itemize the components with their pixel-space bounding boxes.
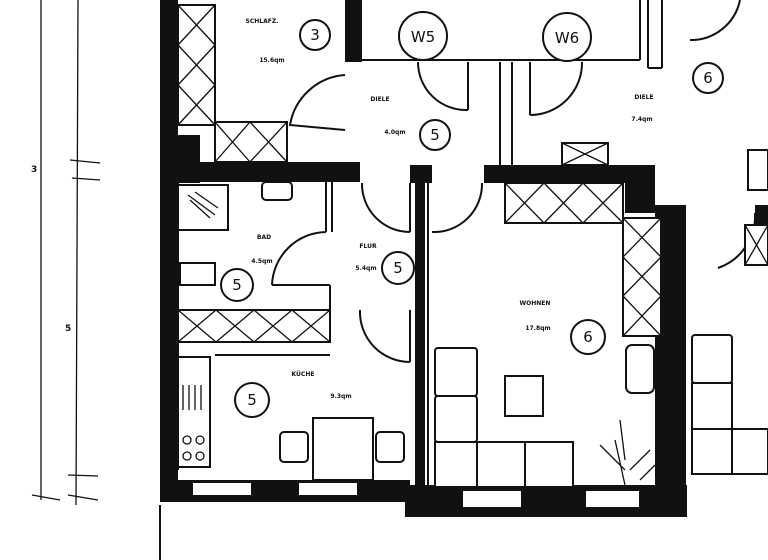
room-name: DIELE [634,94,653,101]
marker-wohnen: 6 [570,319,606,355]
svg-text:5: 5 [430,126,440,144]
walls [160,0,768,517]
marker-w6: W6 [542,12,592,62]
room-name: KÜCHE [292,371,315,378]
svg-text:6: 6 [703,69,713,87]
dimension-lines: 3 5 [31,0,101,506]
room-area: 9.3qm [330,393,351,400]
marker-w5: W5 [398,11,448,61]
svg-text:5: 5 [247,391,257,409]
svg-text:W6: W6 [555,29,579,47]
fixtures [177,181,293,468]
room-name: SCHLAFZ. [246,18,279,25]
svg-text:3: 3 [310,26,320,44]
marker-flur: 5 [381,251,415,285]
room-area: 17.8qm [525,325,550,332]
room-area: 7.4qm [631,116,652,123]
svg-text:5: 5 [393,259,403,277]
room-name: WOHNEN [520,300,551,307]
svg-text:6: 6 [583,328,593,346]
thin-walls [177,0,686,500]
svg-text:5: 5 [232,276,242,294]
room-name: FLUR [359,243,377,250]
room-name: DIELE [370,96,389,103]
dimension-label: 3 [31,165,37,175]
room-area: 15.6qm [259,57,284,64]
dimension-label: 5 [65,324,71,334]
marker-kueche: 5 [234,382,270,418]
room-area: 4.0qm [384,129,405,136]
marker-bad: 5 [220,268,254,302]
room-area: 5.4qm [355,265,376,272]
furniture [279,149,768,488]
doors[interactable] [271,0,757,363]
marker-diele: 5 [419,119,451,151]
windows [191,481,641,509]
room-area: 4.5qm [251,258,272,265]
room-labels: SCHLAFZ. 15.6qm DIELE 4.0qm BAD 4.5qm FL… [246,18,654,400]
svg-text:W5: W5 [411,28,435,46]
marker-diele-right: 6 [692,62,724,94]
marker-schlaf: 3 [299,19,331,51]
room-name: BAD [257,234,271,241]
cabinets [177,4,768,343]
